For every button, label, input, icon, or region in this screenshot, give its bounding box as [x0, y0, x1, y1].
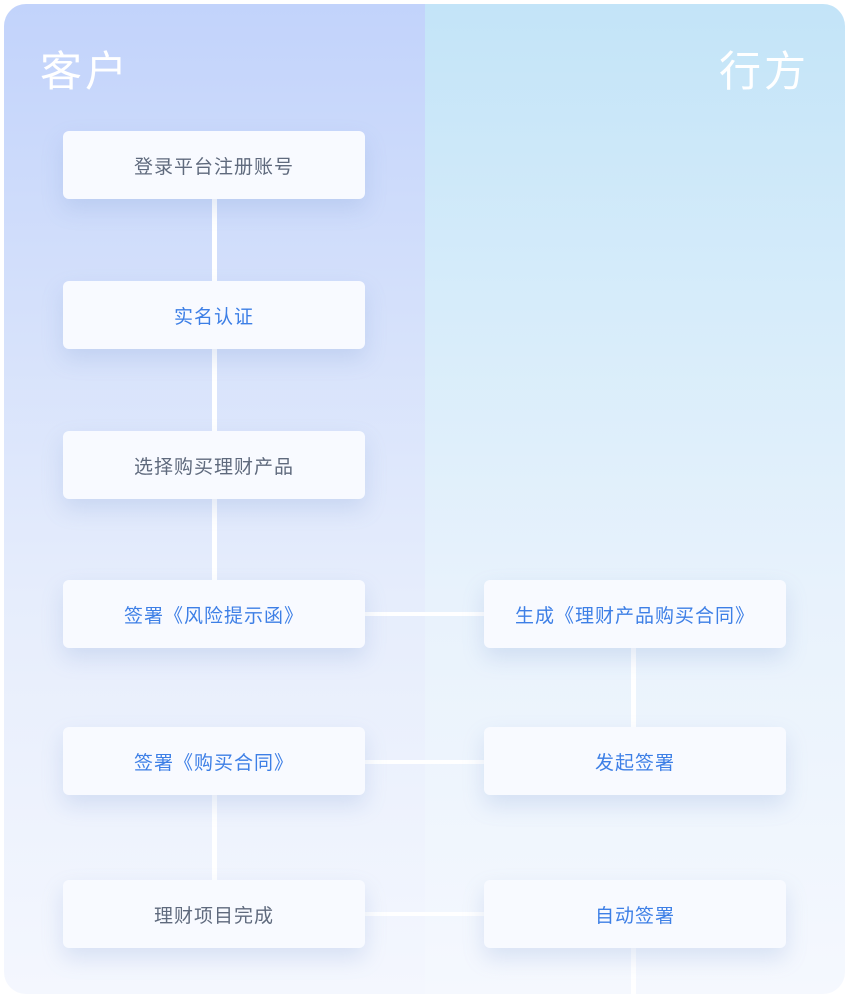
swimlane-diagram: 客户 行方 登录平台注册账号 实名认证 选择购买理财产品 签署《风险提示函》 签… — [4, 4, 845, 994]
step-generate-contract[interactable]: 生成《理财产品购买合同》 — [484, 580, 786, 648]
step-sign-contract[interactable]: 签署《购买合同》 — [63, 727, 365, 795]
connector-register-verify — [212, 194, 217, 284]
step-sign-risk[interactable]: 签署《风险提示函》 — [63, 580, 365, 648]
connector-auto-continue — [631, 944, 636, 994]
customer-lane-title: 客户 — [40, 47, 131, 96]
step-auto-sign[interactable]: 自动签署 — [484, 880, 786, 948]
step-verify[interactable]: 实名认证 — [63, 281, 365, 349]
connector-contract-initiate — [364, 760, 486, 764]
bank-lane — [425, 4, 845, 994]
connector-complete-auto — [364, 912, 486, 916]
step-initiate-sign[interactable]: 发起签署 — [484, 727, 786, 795]
step-register[interactable]: 登录平台注册账号 — [63, 131, 365, 199]
connector-generate-initiate — [631, 644, 636, 734]
connector-risk-generate — [364, 612, 486, 616]
connector-verify-select — [212, 344, 217, 434]
connector-select-risk — [212, 494, 217, 584]
step-select-product[interactable]: 选择购买理财产品 — [63, 431, 365, 499]
bank-lane-title: 行方 — [718, 47, 809, 96]
step-complete[interactable]: 理财项目完成 — [63, 880, 365, 948]
connector-contract-complete — [212, 790, 217, 880]
